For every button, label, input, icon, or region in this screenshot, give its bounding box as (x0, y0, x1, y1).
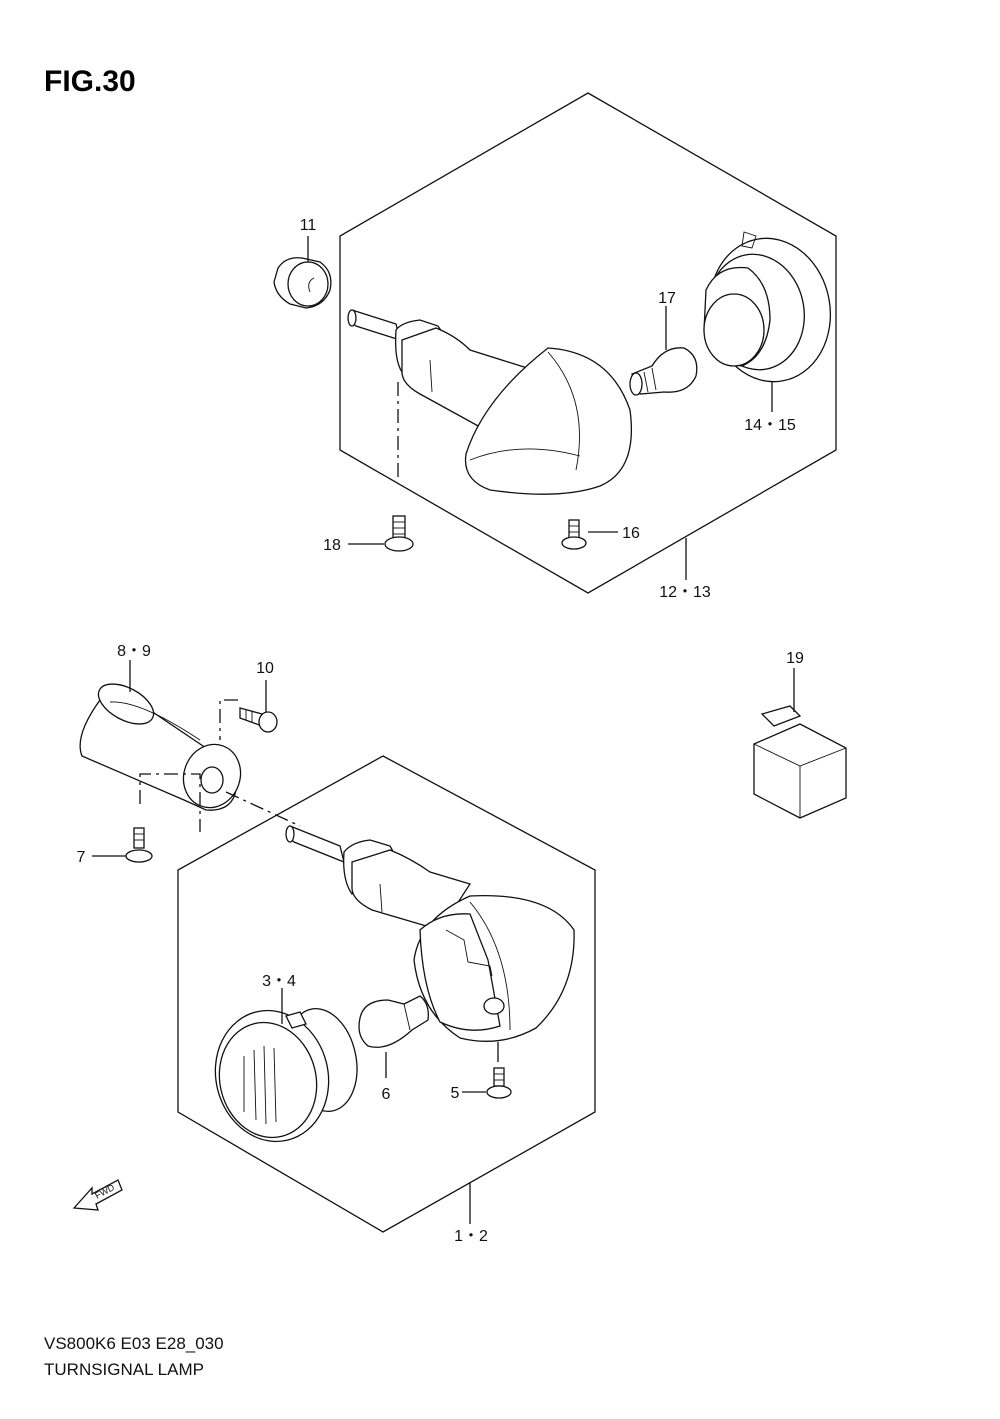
screw-7 (92, 827, 153, 863)
bracket-dash (139, 773, 201, 832)
bolt-10 (239, 680, 278, 733)
screw-16 (561, 519, 618, 550)
callout-1-2: 1・2 (454, 1228, 488, 1245)
callout-5: 5 (451, 1085, 460, 1102)
callout-8-9: 8・9 (117, 643, 151, 660)
screw-5 (462, 1067, 512, 1099)
upper-assembly-outline (339, 92, 837, 594)
callout-11: 11 (300, 217, 317, 234)
upper-lamp-body (347, 309, 633, 495)
callout-6: 6 (382, 1086, 391, 1103)
callout-18: 18 (323, 537, 341, 554)
model-code: VS800K6 E03 E28_030 (44, 1334, 224, 1353)
fwd-arrow-icon: FWD (72, 1179, 123, 1211)
figure-caption: TURNSIGNAL LAMP (44, 1360, 204, 1379)
lower-assembly-outline (177, 755, 596, 1233)
callout-3-4: 3・4 (262, 973, 296, 990)
figure-title: FIG.30 (44, 65, 136, 98)
callout-14-15: 14・15 (744, 417, 796, 434)
bracket-8-9 (79, 660, 242, 811)
stem-dash (225, 791, 301, 827)
relay-19 (753, 668, 847, 819)
lens-3-4 (214, 988, 358, 1143)
callout-16: 16 (622, 525, 640, 542)
screw-18 (348, 515, 414, 552)
grommet-11 (273, 236, 332, 309)
bulb-17 (629, 306, 698, 396)
callout-10: 10 (256, 660, 274, 677)
bulb-6 (358, 995, 429, 1078)
bolt-10-dash (219, 699, 238, 740)
lens-14-15 (703, 231, 832, 412)
lower-lamp-body (285, 825, 575, 1062)
callout-17: 17 (658, 290, 676, 307)
callout-7: 7 (77, 849, 86, 866)
callout-12-13: 12・13 (659, 584, 711, 601)
callout-19: 19 (786, 650, 804, 667)
